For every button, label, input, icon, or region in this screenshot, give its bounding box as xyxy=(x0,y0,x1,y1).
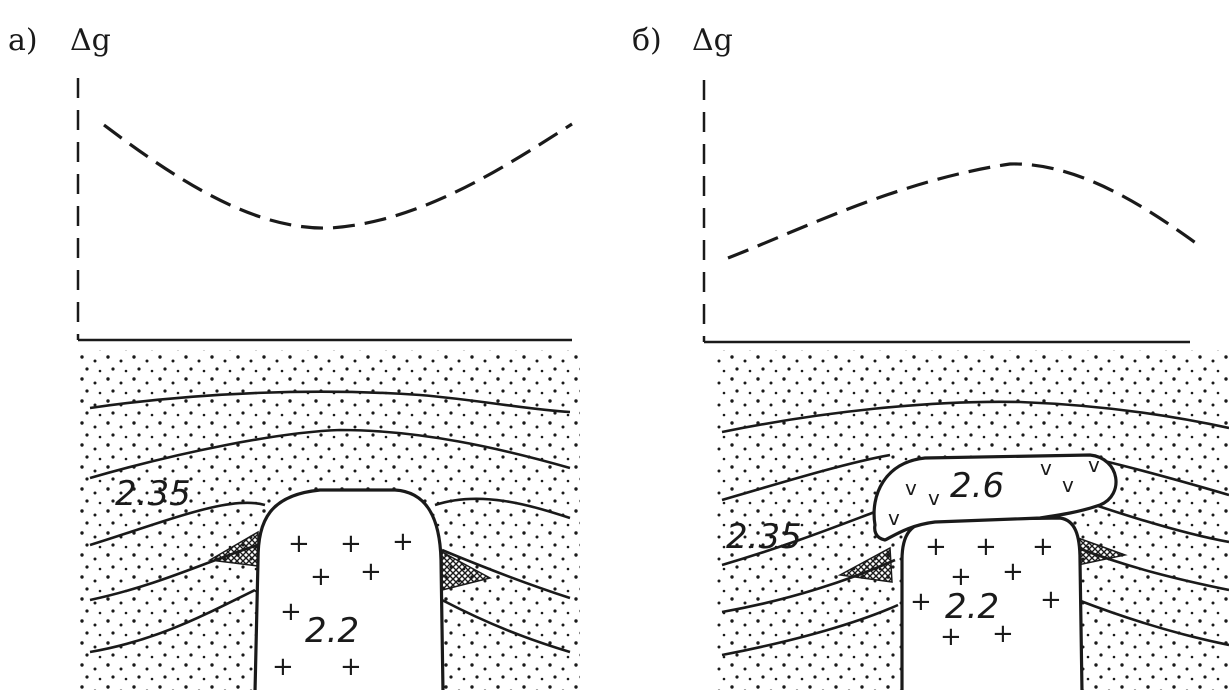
svg-text:+: + xyxy=(910,587,932,617)
svg-text:+: + xyxy=(1002,557,1024,587)
svg-text:+: + xyxy=(360,557,382,587)
panel-b-cap-density: 2.6 xyxy=(950,466,1004,506)
panel-a-gravity-curve xyxy=(104,124,572,228)
panel-a-intrusion-density: 2.2 xyxy=(305,611,359,651)
panel-a-host-density: 2.35 xyxy=(115,474,191,514)
svg-text:+: + xyxy=(280,597,302,627)
svg-text:+: + xyxy=(392,527,414,557)
svg-text:v: v xyxy=(905,476,917,500)
svg-text:+: + xyxy=(975,532,997,562)
svg-text:+: + xyxy=(310,562,332,592)
svg-text:v: v xyxy=(888,506,900,530)
panel-b-axis-label: Δg xyxy=(692,23,733,58)
panel-b-host-density: 2.35 xyxy=(726,517,802,557)
panel-b-intrusion-density: 2.2 xyxy=(945,587,999,627)
panel-a-axis-label: Δg xyxy=(70,23,111,58)
svg-text:+: + xyxy=(925,532,947,562)
svg-text:v: v xyxy=(1062,473,1074,497)
svg-text:+: + xyxy=(340,529,362,559)
svg-text:v: v xyxy=(1088,453,1100,477)
svg-text:+: + xyxy=(1032,532,1054,562)
svg-text:+: + xyxy=(288,529,310,559)
svg-text:+: + xyxy=(1040,585,1062,615)
svg-text:+: + xyxy=(272,652,294,682)
svg-text:+: + xyxy=(340,652,362,682)
panel-a: а) Δg + + + + + xyxy=(8,23,580,692)
panel-b-gravity-curve xyxy=(728,164,1200,258)
panel-b: б) Δg v v v v xyxy=(632,23,1229,692)
svg-text:v: v xyxy=(1040,456,1052,480)
svg-text:v: v xyxy=(928,486,940,510)
panel-b-label: б) xyxy=(632,23,662,58)
panel-a-label: а) xyxy=(8,23,38,58)
